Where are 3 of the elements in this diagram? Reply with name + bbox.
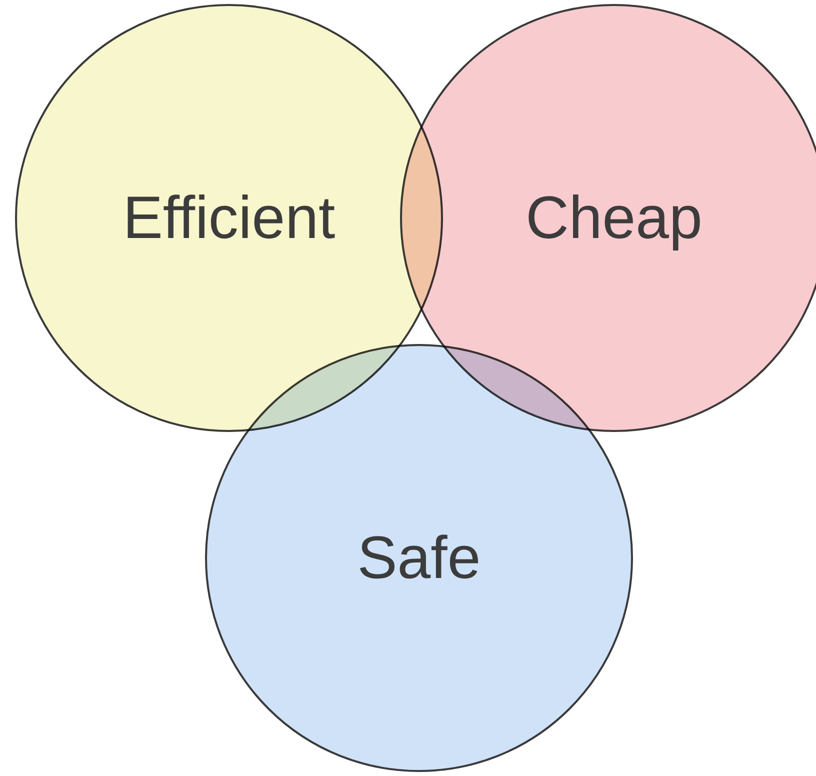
circle-label: Safe [357, 528, 481, 588]
circle-label: Efficient [122, 188, 336, 248]
circle-label: Cheap [526, 188, 702, 248]
